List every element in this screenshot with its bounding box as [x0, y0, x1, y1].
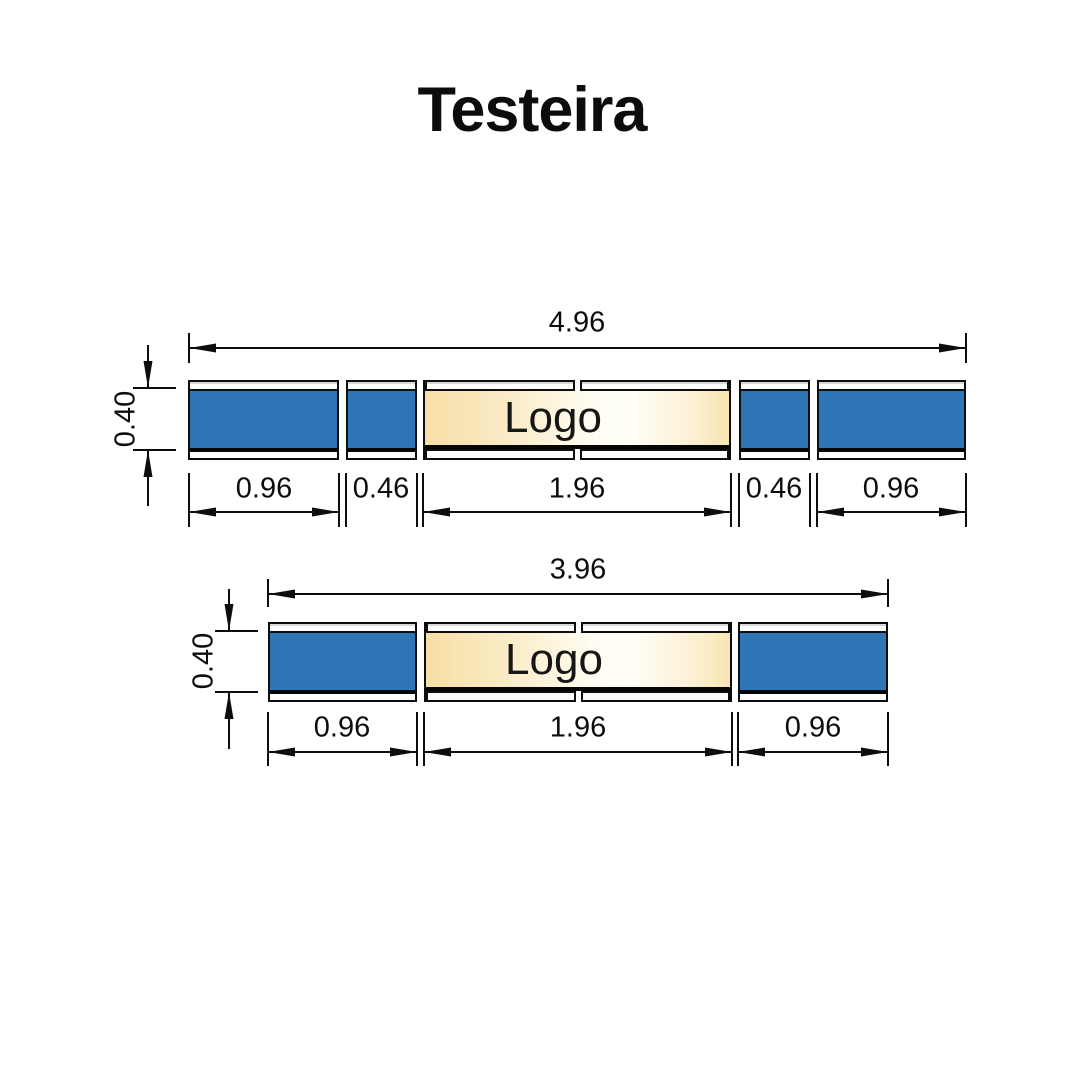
dim-label-segment: 0.96	[235, 472, 293, 505]
dimension-arrowheads	[143, 343, 966, 757]
logo-placeholder-text: Logo	[504, 393, 602, 442]
panel-trim	[270, 624, 415, 633]
dim-label-segment: 0.46	[352, 472, 410, 505]
panel-shadow	[426, 687, 730, 691]
panel-shadow	[425, 445, 729, 449]
panel-shadow	[740, 690, 886, 694]
panel-face-blue	[740, 633, 886, 690]
extension-lines-segments-bottom	[267, 712, 889, 766]
panel-shadow	[190, 448, 337, 452]
dim-label-segment: 0.46	[745, 472, 803, 505]
logo-placeholder-text: Logo	[505, 635, 603, 684]
panel-trim-split	[425, 380, 729, 391]
panel-blue	[738, 622, 888, 702]
panel-logo: Logo	[424, 622, 732, 702]
dim-label-segment: 0.96	[784, 711, 842, 744]
dim-label-height: 0.40	[109, 390, 142, 448]
panel-trim	[741, 452, 808, 458]
panel-trim	[819, 452, 964, 458]
panel-shadow	[819, 448, 964, 452]
panel-trim	[190, 452, 337, 458]
panel-shadow	[348, 448, 415, 452]
panel-face-blue	[741, 391, 808, 448]
panel-logo: Logo	[423, 380, 731, 460]
panel-face-logo: Logo	[426, 633, 730, 687]
panel-face-blue	[348, 391, 415, 448]
dim-label-total-width: 4.96	[548, 306, 606, 339]
panel-blue	[739, 380, 810, 460]
panel-blue	[268, 622, 417, 702]
dim-label-total-width: 3.96	[549, 553, 607, 586]
panel-face-blue	[270, 633, 415, 690]
panel-trim	[348, 382, 415, 391]
panel-face-blue	[819, 391, 964, 448]
dim-label-height: 0.40	[187, 632, 220, 690]
panel-trim	[348, 452, 415, 458]
panel-face-logo: Logo	[425, 391, 729, 445]
panel-shadow	[741, 448, 808, 452]
panel-trim	[819, 382, 964, 391]
panel-trim	[740, 624, 886, 633]
panel-blue	[188, 380, 339, 460]
dim-label-segment: 1.96	[549, 711, 607, 744]
panel-trim	[741, 382, 808, 391]
panel-trim-split	[425, 449, 729, 460]
panel-shadow	[270, 690, 415, 694]
dim-label-segment: 0.96	[313, 711, 371, 744]
panel-trim	[190, 382, 337, 391]
extension-lines-segments-top	[188, 473, 967, 527]
height-dim-bottom	[215, 589, 258, 749]
panel-trim	[740, 694, 886, 700]
panel-blue	[346, 380, 417, 460]
dim-label-segment: 0.96	[862, 472, 920, 505]
dim-label-segment: 1.96	[548, 472, 606, 505]
panel-trim-split	[426, 691, 730, 702]
panel-trim	[270, 694, 415, 700]
diagram-title: Testeira	[417, 75, 648, 145]
panel-trim-split	[426, 622, 730, 633]
panel-blue	[817, 380, 966, 460]
panel-face-blue	[190, 391, 337, 448]
